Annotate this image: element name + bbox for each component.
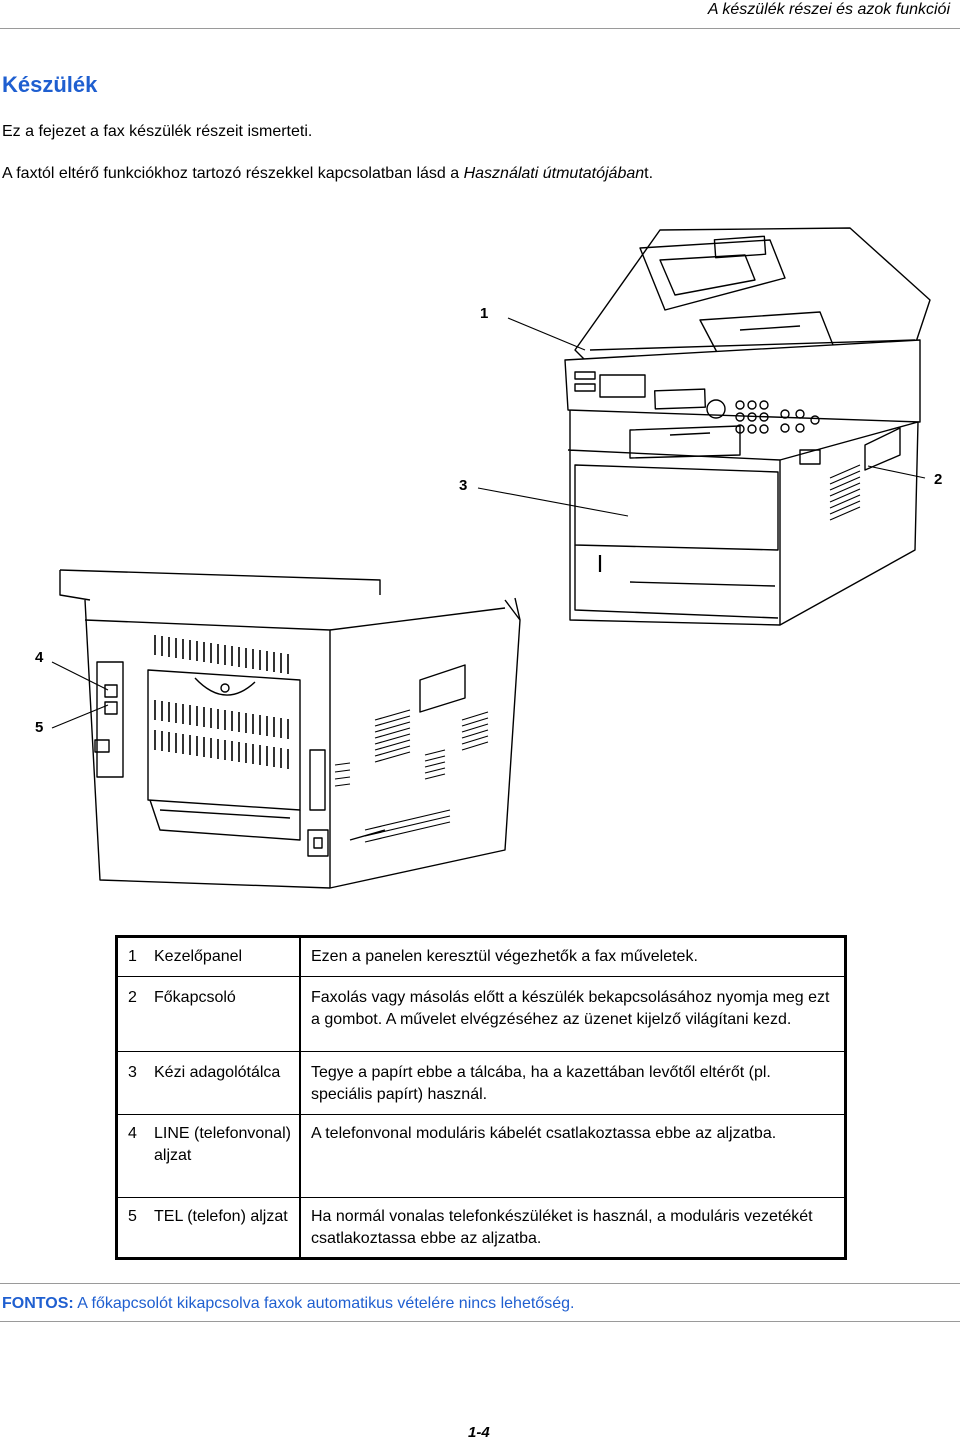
- printer-body-front: [567, 410, 919, 626]
- leader-3: [477, 487, 629, 517]
- intro-line-2: A faxtól eltérő funkciókhoz tartozó rész…: [2, 164, 653, 184]
- parts-table: 1 Kezelőpanel Ezen a panelen keresztül v…: [115, 935, 847, 1260]
- parts-row: 5 TEL (telefon) aljzat Ha normál vonalas…: [116, 1197, 846, 1259]
- parts-row: 1 Kezelőpanel Ezen a panelen keresztül v…: [117, 936, 846, 977]
- part-number: 5: [116, 1197, 154, 1259]
- user-guide-reference: Használati útmutatójában: [463, 165, 645, 182]
- notice-divider-bottom: [0, 1321, 960, 1322]
- notice-label: FONTOS:: [2, 1295, 74, 1312]
- part-description: Ha normál vonalas telefonkészüléket is h…: [300, 1197, 846, 1259]
- part-description: A telefonvonal moduláris kábelét csatlak…: [300, 1114, 846, 1198]
- part-name: LINE (telefonvonal) aljzat: [154, 1114, 301, 1198]
- document-feeder: [574, 227, 931, 361]
- intro-line-1: Ez a fejezet a fax készülék részeit isme…: [2, 123, 313, 140]
- leader-1: [507, 317, 586, 351]
- callout-3: 3: [459, 477, 468, 494]
- part-number: 1: [128, 948, 137, 965]
- control-panel: [564, 339, 921, 434]
- callout-2: 2: [934, 471, 943, 488]
- leader-5: [51, 704, 109, 729]
- part-number: 2: [116, 976, 154, 1052]
- intro-line-2-prefix: A faxtól eltérő funkciókhoz tartozó rész…: [2, 165, 464, 182]
- part-name: Főkapcsoló: [154, 976, 301, 1052]
- leader-4: [51, 661, 109, 691]
- part-name: Kézi adagolótálca: [154, 1051, 301, 1115]
- printer-body-rear: [59, 569, 521, 889]
- callout-4: 4: [35, 649, 44, 666]
- parts-row: 3 Kézi adagolótálca Tegye a papírt ebbe …: [116, 1051, 846, 1115]
- running-header: A készülék részei és azok funkciói: [707, 1, 950, 18]
- callout-1: 1: [480, 305, 489, 322]
- parts-row: 4 LINE (telefonvonal) aljzat A telefonvo…: [116, 1114, 846, 1198]
- callout-leaders: [51, 317, 926, 729]
- notice-divider-top: [0, 1283, 960, 1284]
- notice-text: A főkapcsolót kikapcsolva faxok automati…: [73, 1295, 575, 1312]
- header-divider: [0, 28, 960, 29]
- device-illustration: [51, 227, 931, 889]
- callout-5: 5: [35, 719, 44, 736]
- part-number: 4: [116, 1114, 154, 1198]
- part-name: Kezelőpanel: [154, 936, 301, 977]
- leader-2: [867, 465, 926, 479]
- page-number: 1-4: [468, 1424, 490, 1441]
- important-notice: FONTOS: A főkapcsolót kikapcsolva faxok …: [2, 1294, 574, 1314]
- part-description: Ezen a panelen keresztül végezhetők a fa…: [311, 948, 698, 965]
- part-number: 3: [116, 1051, 154, 1115]
- part-name: TEL (telefon) aljzat: [154, 1197, 301, 1259]
- parts-row: 2 Főkapcsoló Faxolás vagy másolás előtt …: [116, 976, 846, 1052]
- part-description: Tegye a papírt ebbe a tálcába, ha a kaze…: [300, 1051, 846, 1115]
- intro-line-2-suffix: t.: [644, 165, 654, 182]
- section-title: Készülék: [2, 72, 98, 97]
- part-description: Faxolás vagy másolás előtt a készülék be…: [300, 976, 846, 1052]
